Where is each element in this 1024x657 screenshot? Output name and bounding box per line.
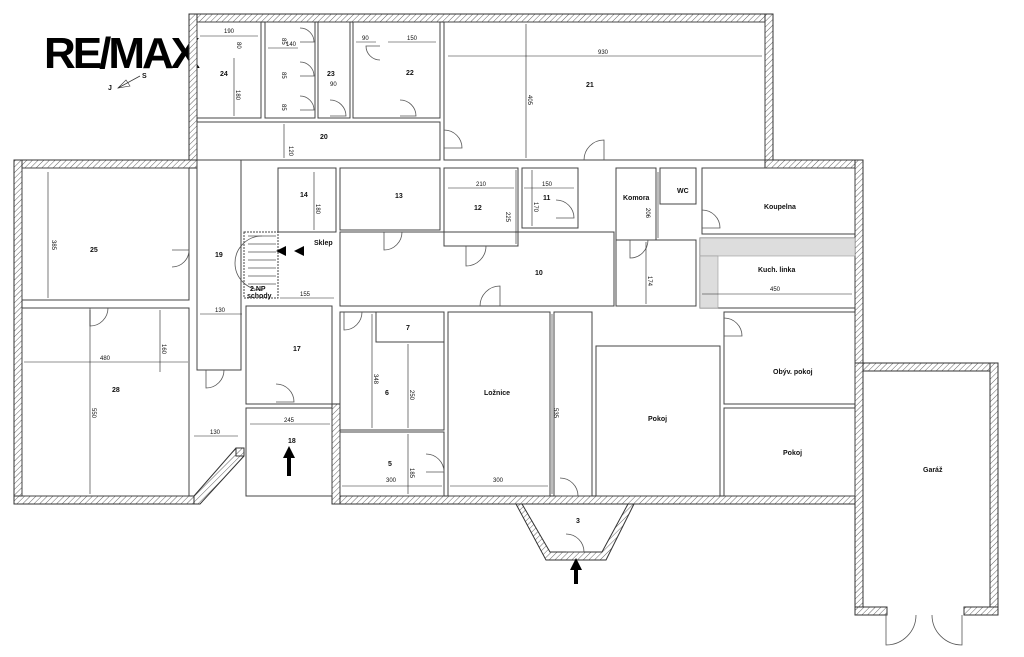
- dim-535: 535: [552, 408, 558, 419]
- dim-130-a: 130: [215, 308, 226, 314]
- dim-85-b: 85: [280, 72, 286, 79]
- room-11-label: 11: [543, 195, 551, 202]
- dim-250: 250: [408, 390, 414, 401]
- compass-s: S: [142, 73, 147, 80]
- dim-140: 140: [286, 42, 297, 48]
- room-5-label: 5: [388, 461, 392, 468]
- room-13-label: 13: [395, 193, 403, 200]
- stairs-2np-label: 2.NP: [250, 286, 266, 293]
- pokoj-label: Pokoj: [648, 416, 667, 423]
- room-28-label: 28: [112, 387, 120, 394]
- kuchynska-linka-label: Kuch. linka: [758, 267, 795, 274]
- dim-348: 348: [372, 374, 378, 385]
- kitchen-counter: [699, 237, 856, 257]
- dim-185: 185: [408, 468, 414, 479]
- dim-85-c: 85: [280, 104, 286, 111]
- komora-label: Komora: [623, 195, 650, 202]
- dim-180-a: 180: [234, 90, 240, 101]
- dim-90-a: 90: [362, 36, 369, 42]
- dim-300-a: 300: [386, 478, 397, 484]
- obyvaci-pokoj-label: Obýv. pokoj: [773, 369, 813, 376]
- room-19-label: 19: [215, 252, 223, 259]
- room-22-label: 22: [406, 70, 414, 77]
- dim-174: 174: [646, 276, 652, 287]
- dim-130-b: 130: [210, 430, 221, 436]
- dim-120: 120: [287, 146, 293, 157]
- loznice-label: Ložnice: [484, 390, 510, 397]
- entry-arrow-18: [283, 446, 295, 476]
- room-labels: 3 5 6 7 10 11 12 13 14 17 18 19 20 21 22…: [90, 70, 943, 525]
- stair-arrows: [276, 246, 304, 256]
- room-6-label: 6: [385, 390, 389, 397]
- interior-walls: [21, 21, 856, 497]
- dim-190: 190: [224, 29, 235, 35]
- dim-150-a: 150: [407, 36, 418, 42]
- dimension-lines: [24, 24, 852, 494]
- dim-405: 405: [526, 95, 532, 106]
- room-12-label: 12: [474, 205, 482, 212]
- dim-550: 550: [90, 408, 96, 419]
- dim-80: 80: [235, 42, 241, 49]
- room-24-label: 24: [220, 71, 228, 78]
- room-21-label: 21: [586, 82, 594, 89]
- dim-170: 170: [532, 202, 538, 213]
- dim-300-b: 300: [493, 478, 504, 484]
- kitchen-counter-side: [699, 255, 719, 309]
- compass-j: J: [108, 85, 112, 92]
- compass-icon: J S: [108, 73, 147, 92]
- garaz-label: Garáž: [923, 467, 943, 474]
- stairs: [234, 235, 276, 291]
- room-7-label: 7: [406, 325, 410, 332]
- pokoj-2-label: Pokoj: [783, 450, 802, 457]
- stairs-label: schody: [247, 293, 272, 300]
- dim-150-b: 150: [542, 182, 553, 188]
- room-25-label: 25: [90, 247, 98, 254]
- room-23-label: 23: [327, 71, 335, 78]
- dim-160: 160: [160, 344, 166, 355]
- wc-label: WC: [677, 188, 689, 195]
- dim-225: 225: [504, 212, 510, 223]
- outer-walls: [13, 13, 999, 616]
- dim-245: 245: [284, 418, 295, 424]
- dim-930: 930: [598, 50, 609, 56]
- room-3-label: 3: [576, 518, 580, 525]
- room-18-label: 18: [288, 438, 296, 445]
- sklep-label: Sklep: [314, 240, 333, 247]
- room-10-label: 10: [535, 270, 543, 277]
- dimension-labels: 190 80 85 140 85 85 90 150 90 930 405 18…: [50, 29, 781, 484]
- room-17-label: 17: [293, 346, 301, 353]
- entry-arrow-3: [570, 558, 582, 584]
- dim-180-b: 180: [314, 204, 320, 215]
- dim-85-a: 85: [280, 38, 286, 45]
- dim-210: 210: [476, 182, 487, 188]
- logo-text: RE/MAX: [44, 29, 200, 78]
- remax-logo: RE/MAX: [44, 29, 203, 78]
- dim-480: 480: [100, 356, 111, 362]
- dim-90-b: 90: [330, 82, 337, 88]
- room-20-label: 20: [320, 134, 328, 141]
- room-14-label: 14: [300, 192, 308, 199]
- dim-385: 385: [50, 240, 56, 251]
- dim-206: 206: [644, 208, 650, 219]
- koupelna-label: Koupelna: [764, 204, 796, 211]
- dim-450: 450: [770, 287, 781, 293]
- dim-155: 155: [300, 292, 311, 298]
